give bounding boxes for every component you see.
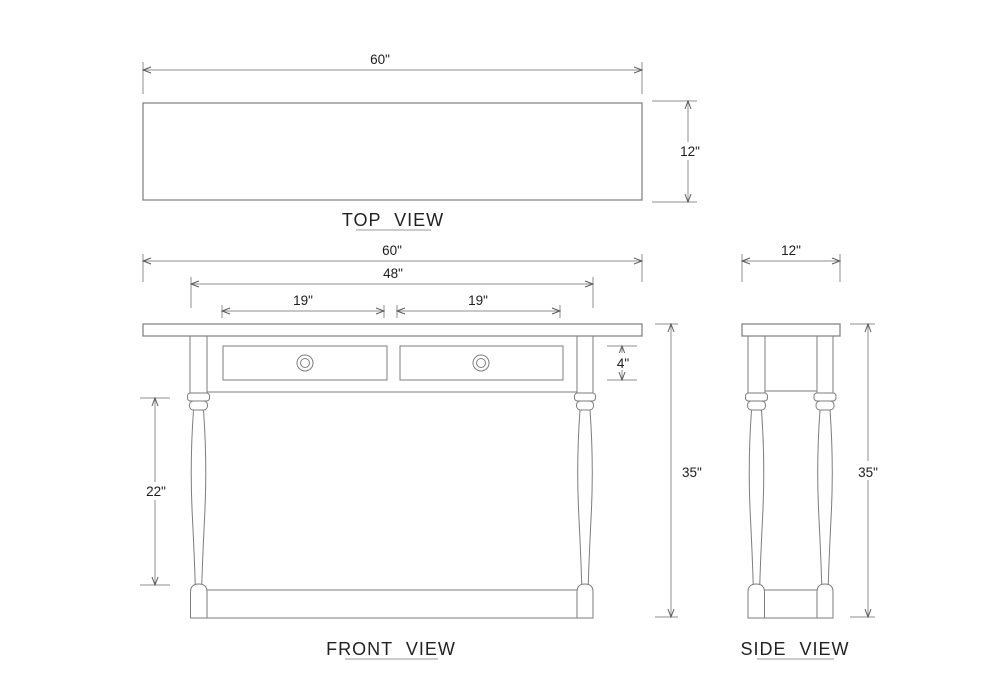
side-back-leg-collar xyxy=(813,392,837,411)
dim-front-inner-width: 48" xyxy=(191,266,593,308)
dim-right-drawer-width: 19" xyxy=(397,293,560,318)
front-left-foot xyxy=(190,583,208,619)
side-back-leg-shaft xyxy=(817,409,833,585)
side-tabletop xyxy=(741,323,841,337)
dim-label-top-depth: 12" xyxy=(680,144,700,159)
dim-side-total-height: 35" xyxy=(850,324,884,617)
dim-label-front-total-height: 35" xyxy=(682,465,702,480)
dim-left-drawer-width: 19" xyxy=(222,293,384,318)
front-view-title: FRONT VIEW xyxy=(326,639,456,659)
front-view: 60" 48" 19" 19" xyxy=(140,243,702,660)
side-front-leg-post xyxy=(747,335,766,394)
side-front-foot xyxy=(747,583,765,619)
dim-label-leg-clearance: 22" xyxy=(146,484,166,499)
front-left-leg-post xyxy=(189,335,208,394)
dim-leg-clearance: 22" xyxy=(140,398,170,585)
dim-label-top-width: 60" xyxy=(370,52,390,67)
dim-front-total-height: 35" xyxy=(655,324,702,617)
side-back-foot xyxy=(816,583,834,619)
dim-label-drawer-height: 4" xyxy=(617,356,630,371)
left-drawer-knob xyxy=(296,354,314,372)
front-right-foot xyxy=(576,583,594,619)
right-drawer-knob xyxy=(472,354,490,372)
dim-label-left-drawer: 19" xyxy=(293,293,313,308)
side-front-leg-collar xyxy=(745,392,768,411)
side-front-leg-shaft xyxy=(748,409,765,585)
top-view-title: TOP VIEW xyxy=(342,210,444,230)
front-left-leg-shaft xyxy=(190,409,207,585)
dim-label-front-width: 60" xyxy=(382,243,402,258)
left-drawer xyxy=(222,345,388,381)
dim-top-width: 60" xyxy=(143,52,642,94)
dim-label-front-inner-width: 48" xyxy=(383,266,403,281)
dim-label-side-depth: 12" xyxy=(781,243,801,258)
front-tabletop xyxy=(142,323,643,337)
front-right-leg-collar xyxy=(574,392,596,411)
side-back-leg-post xyxy=(816,335,834,394)
side-view-title: SIDE VIEW xyxy=(740,639,849,659)
dim-front-width: 60" xyxy=(143,243,642,282)
side-view: 12" xyxy=(740,243,884,660)
top-view: 60" 12" TOP VIEW xyxy=(142,52,705,231)
front-left-leg-collar xyxy=(187,392,210,411)
top-view-outline xyxy=(142,102,643,201)
dim-label-side-total-height: 35" xyxy=(858,465,878,480)
dim-top-depth: 12" xyxy=(652,101,705,202)
front-right-leg-shaft xyxy=(577,409,593,585)
dim-label-right-drawer: 19" xyxy=(468,293,488,308)
dim-drawer-height: 4" xyxy=(607,346,637,380)
right-drawer xyxy=(399,345,564,381)
dim-side-depth: 12" xyxy=(742,243,840,282)
front-right-leg-post xyxy=(576,335,594,394)
